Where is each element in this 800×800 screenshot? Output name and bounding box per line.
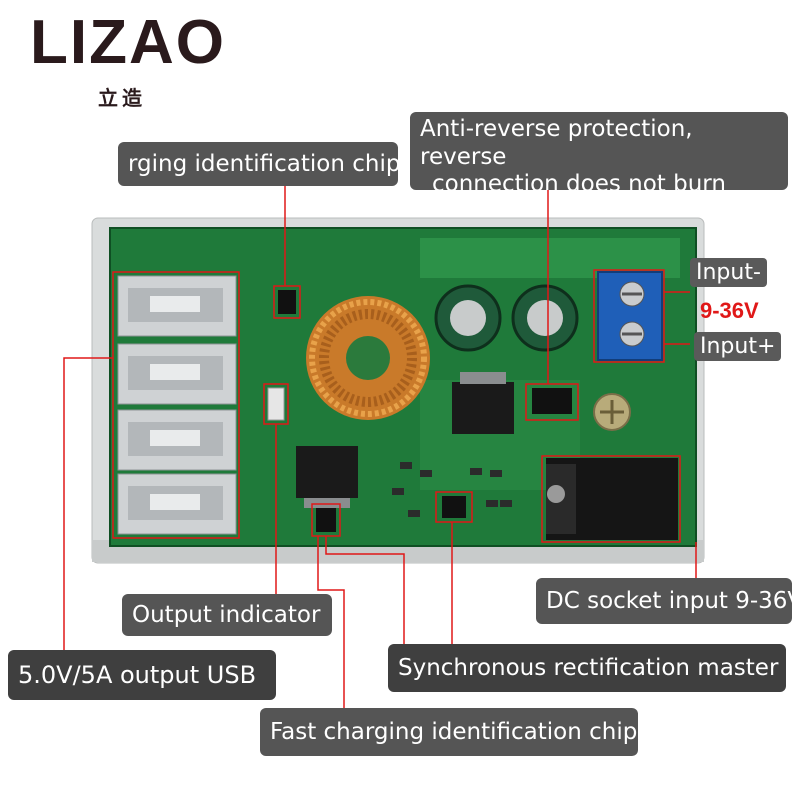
callout-anti-reverse: Anti-reverse protection, reverse connect…: [410, 112, 788, 190]
fast-charge-chip: [316, 508, 336, 532]
callout-fast-charging-chip: Fast charging identification chip: [260, 708, 638, 756]
label-voltage-range: 9-36V: [700, 298, 759, 323]
label-input-plus: Input+: [694, 332, 782, 361]
callout-usb-output: 5.0V/5A output USB: [8, 650, 276, 700]
brand-subtitle: 立造: [98, 86, 146, 110]
pwr-led: [267, 387, 285, 421]
label-input-minus: Input-: [690, 258, 767, 287]
toroid-inductor: [306, 296, 430, 420]
callout-charging-chip: rging identification chip: [118, 142, 398, 186]
id-chip: [278, 290, 296, 314]
usb-ports: [117, 275, 237, 535]
diode: [532, 388, 572, 414]
callout-anti-reverse-line1: Anti-reverse protection, reverse: [420, 116, 693, 170]
brand-logo: LIZAO: [30, 8, 226, 77]
callout-output-indicator: Output indicator: [122, 594, 332, 636]
sync-ic: [442, 496, 466, 518]
dc-jack: [546, 458, 678, 540]
callout-dc-socket: DC socket input 9-36V: [536, 578, 792, 624]
callout-sync-rect-ic: Synchronous rectification master IC: [388, 644, 786, 692]
callout-anti-reverse-line2: connection does not burn: [432, 171, 726, 190]
mosfet-q2: [296, 446, 358, 498]
mosfet-q1: [452, 382, 514, 434]
capacitors: [434, 284, 579, 352]
terminal-block: [597, 271, 663, 361]
